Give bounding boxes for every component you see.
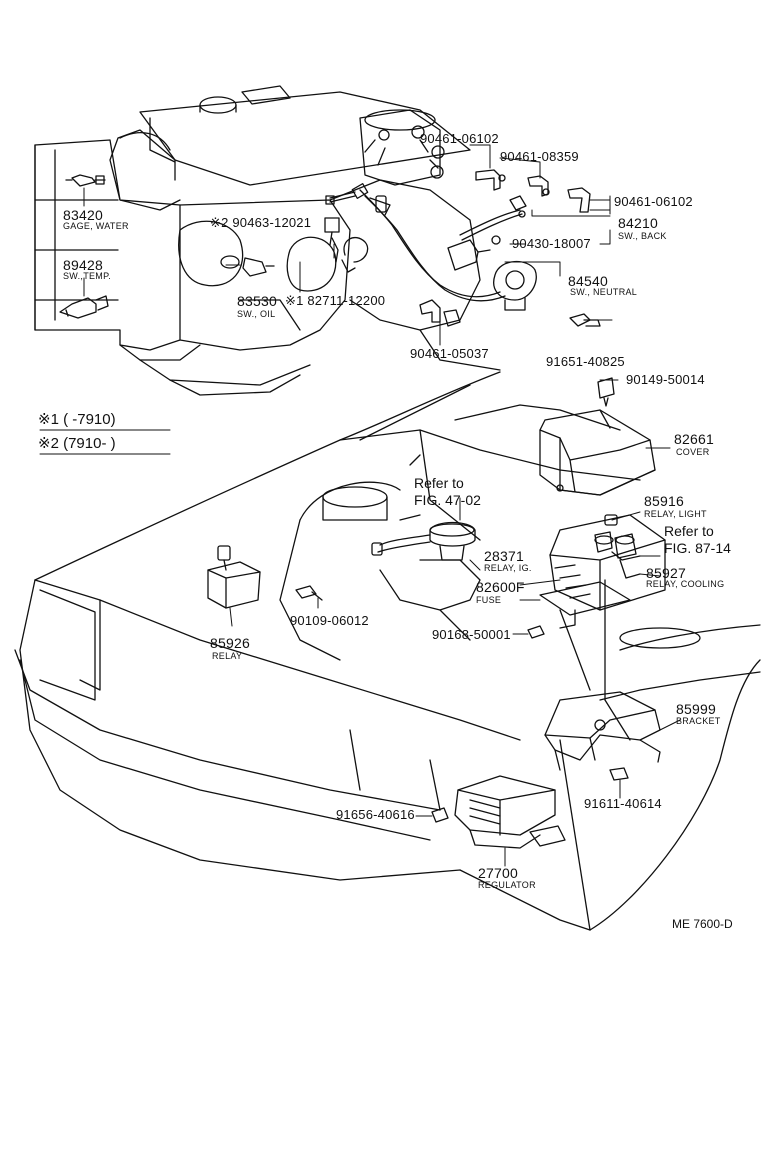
- part-number-83420: 83420: [63, 207, 103, 223]
- part-number-85927: 85927: [646, 565, 686, 581]
- part-number-90461-05037: 90461-05037: [410, 346, 489, 361]
- refer-figure-87-14: FIG. 87-14: [664, 540, 731, 556]
- figure-code: ME 7600-D: [672, 917, 733, 931]
- part-desc-relay: RELAY: [212, 651, 243, 661]
- part-number-91651-40825: 91651-40825: [546, 354, 625, 369]
- note-2-date-range: ※2 (7910- ): [38, 435, 116, 452]
- part-number-90430-18007: 90430-18007: [512, 236, 591, 251]
- part-number-90461-06102-top: 90461-06102: [420, 131, 499, 146]
- part-number-90463-12021: ※2 90463-12021: [210, 215, 312, 230]
- part-number-83530: 83530: [237, 293, 277, 309]
- refer-figure-47-02: FIG. 47-02: [414, 492, 481, 508]
- part-number-82711-12200: ※1 82711-12200: [285, 293, 386, 308]
- part-number-90461-08359: 90461-08359: [500, 149, 579, 164]
- part-number-84210: 84210: [618, 215, 658, 231]
- note-1-date-range: ※1 ( -7910): [38, 411, 116, 428]
- car-body-drawing: [14, 371, 761, 931]
- part-desc-cooling-relay: RELAY, COOLING: [646, 579, 725, 589]
- part-number-90461-06102-right: 90461-06102: [614, 194, 693, 209]
- part-desc-cover: COVER: [676, 447, 710, 457]
- part-number-82661: 82661: [674, 431, 714, 447]
- refer-to-label-2: Refer to: [664, 523, 714, 539]
- part-desc-light-relay: RELAY, LIGHT: [644, 509, 707, 519]
- leader-lines: [39, 144, 681, 867]
- part-desc-back-switch: SW., BACK: [618, 231, 667, 241]
- part-number-91611-40614: 91611-40614: [584, 796, 662, 811]
- part-number-27700: 27700: [478, 865, 518, 881]
- part-number-85916: 85916: [644, 493, 684, 509]
- part-number-84540: 84540: [568, 273, 608, 289]
- part-desc-water-gage: GAGE, WATER: [63, 221, 129, 231]
- part-number-85999: 85999: [676, 701, 716, 717]
- part-desc-oil-switch: SW., OIL: [237, 309, 276, 319]
- part-desc-neutral-switch: SW., NEUTRAL: [570, 287, 638, 297]
- engine-block-drawing: [34, 85, 501, 396]
- engine-wire-harness: [325, 183, 523, 302]
- part-number-82600f: 82600F: [476, 579, 525, 595]
- part-number-89428: 89428: [63, 257, 103, 273]
- part-number-91656-40616: 91656-40616: [336, 807, 415, 822]
- part-number-28371: 28371: [484, 548, 524, 564]
- component-drawings: [207, 409, 666, 849]
- part-desc-bracket: BRACKET: [676, 716, 721, 726]
- part-number-90149-50014: 90149-50014: [626, 372, 705, 387]
- part-desc-regulator: REGULATOR: [478, 880, 536, 890]
- part-number-85926: 85926: [210, 635, 250, 651]
- engine-small-parts: [59, 169, 615, 407]
- part-number-90168-50001: 90168-50001: [432, 627, 511, 642]
- refer-to-label-1: Refer to: [414, 475, 464, 491]
- part-desc-temp-switch: SW.,TEMP.: [63, 271, 112, 281]
- part-desc-fuse: FUSE: [476, 595, 502, 605]
- part-desc-ig-relay: RELAY, IG.: [484, 563, 532, 573]
- part-number-90109-06012: 90109-06012: [290, 613, 369, 628]
